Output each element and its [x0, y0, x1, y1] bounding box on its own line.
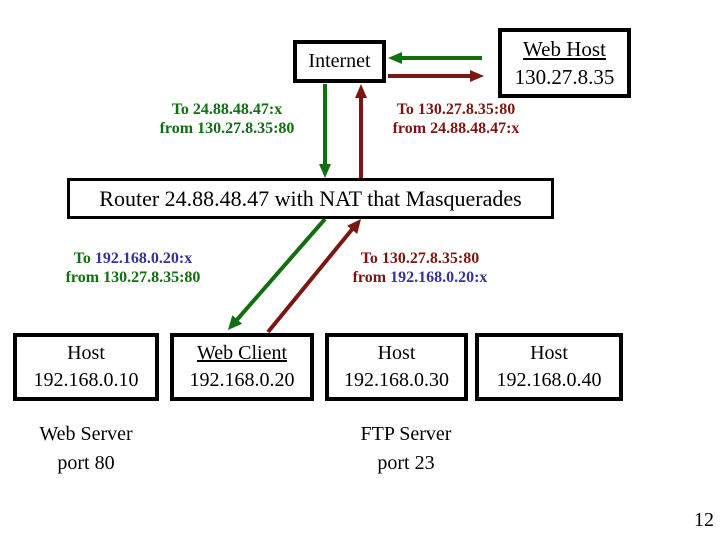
annotation-line: To 24.88.48.47:x: [171, 101, 283, 118]
host-ip: 192.168.0.40: [496, 369, 602, 391]
arrow-maroon-internet-to-webhost: [388, 70, 484, 82]
from-address: 192.168.0.20:x: [390, 269, 488, 286]
node-web-host: Web Host 130.27.8.35: [498, 28, 631, 98]
host-ip: 192.168.0.20: [189, 369, 295, 391]
web-host-ip: 130.27.8.35: [514, 65, 615, 89]
node-host-30: Host 192.168.0.30: [325, 333, 468, 401]
router-label: Router 24.88.48.47 with NAT that Masquer…: [99, 185, 522, 211]
annotation-client-to-webhost-outside: To 130.27.8.35:80 from 24.88.48.47:x: [393, 100, 520, 138]
label-line: port 80: [57, 452, 115, 474]
arrow-green-internet-to-router: [319, 84, 331, 178]
annotation-internet-to-client-outside: To 24.88.48.47:x from 130.27.8.35:80: [160, 100, 295, 138]
annotation-line: from 192.168.0.20:x: [353, 268, 488, 287]
internet-label: Internet: [308, 50, 371, 72]
from-word: from: [352, 269, 387, 286]
label-web-server: Web Server port 80: [39, 420, 132, 478]
label-line: FTP Server: [360, 423, 452, 445]
arrow-green-webhost-to-internet: [388, 52, 482, 64]
node-host-40: Host 192.168.0.40: [475, 333, 623, 401]
label-line: port 23: [377, 452, 435, 474]
host-title: Web Client: [196, 342, 288, 364]
node-internet: Internet: [293, 40, 386, 83]
host-title: Host: [377, 342, 416, 364]
page-number: 12: [694, 509, 714, 531]
annotation-line: from 130.27.8.35:80: [159, 120, 295, 137]
host-title: Host: [67, 342, 105, 364]
label-line: Web Server: [39, 423, 133, 445]
to-word: To: [73, 250, 91, 267]
annotation-line: To 130.27.8.35:80: [360, 250, 480, 267]
annotation-line: To 130.27.8.35:80: [396, 101, 516, 118]
annotation-client-to-webhost-inside: To 130.27.8.35:80 from 192.168.0.20:x: [353, 249, 488, 287]
label-ftp-server: FTP Server port 23: [361, 420, 452, 478]
annotation-line: from 24.88.48.47:x: [392, 120, 520, 137]
arrow-green-router-to-webclient: [228, 217, 327, 330]
arrow-maroon-webclient-to-router: [266, 219, 361, 334]
node-web-client: Web Client 192.168.0.20: [170, 333, 314, 401]
annotation-line: from 130.27.8.35:80: [65, 269, 201, 286]
node-router: Router 24.88.48.47 with NAT that Masquer…: [67, 178, 554, 219]
node-host-10: Host 192.168.0.10: [13, 333, 159, 401]
annotation-router-to-client-inside: To 192.168.0.20:x from 130.27.8.35:80: [66, 249, 201, 287]
to-address: 192.168.0.20:x: [94, 250, 193, 267]
arrow-maroon-router-to-internet: [355, 84, 367, 178]
host-title: Host: [530, 342, 568, 364]
host-ip: 192.168.0.10: [33, 369, 139, 391]
annotation-line: To 192.168.0.20:x: [66, 249, 201, 268]
host-ip: 192.168.0.30: [344, 369, 449, 391]
web-host-title: Web Host: [523, 37, 606, 61]
